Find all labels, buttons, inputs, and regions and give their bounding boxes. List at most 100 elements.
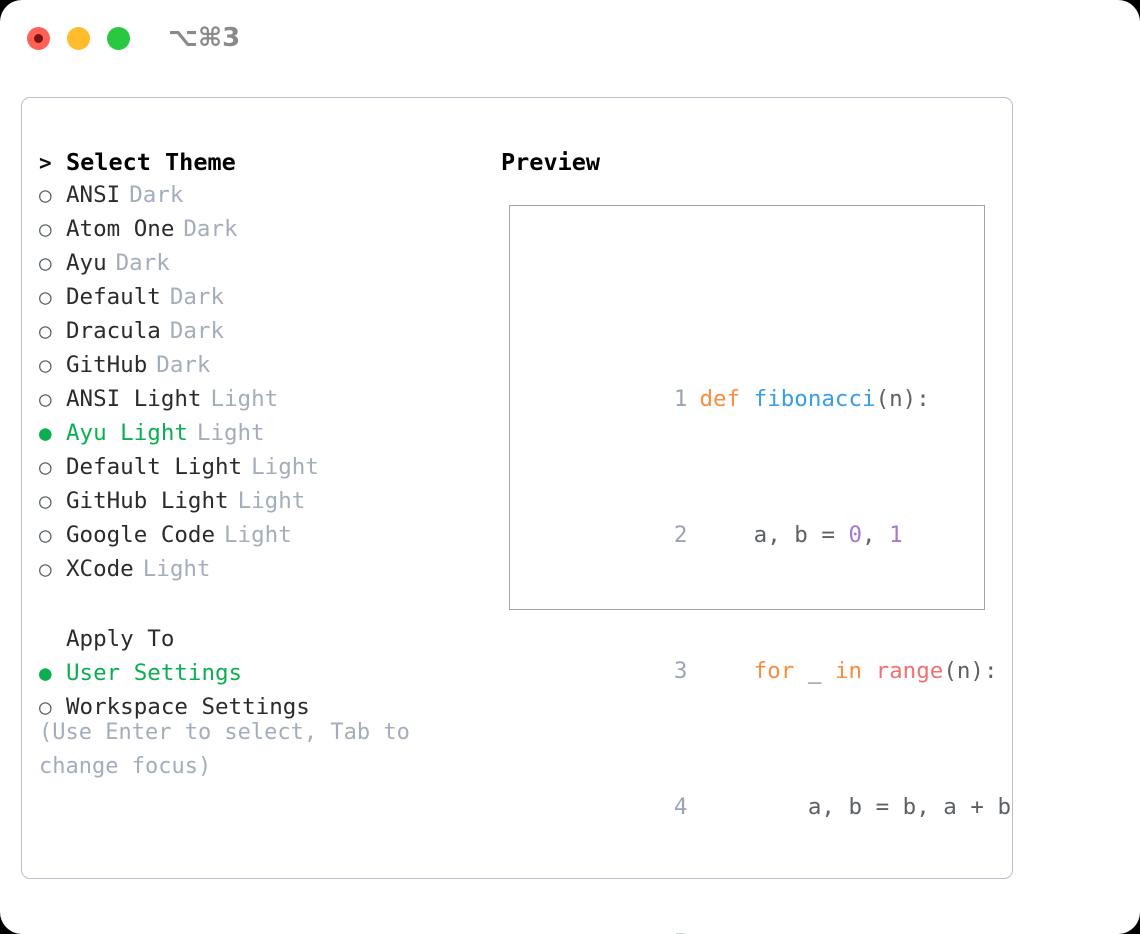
- select-theme-title: Select Theme: [66, 148, 236, 176]
- code-token: [740, 386, 754, 412]
- theme-variant-badge: Dark: [183, 216, 238, 242]
- radio-icon: ○: [39, 183, 52, 207]
- radio-selected-icon: ●: [39, 421, 52, 445]
- code-line: 5 return a: [523, 892, 1038, 934]
- theme-option-xcode[interactable]: ○ XCode Light: [39, 556, 469, 590]
- theme-option-github-light[interactable]: ○ GitHub Light Light: [39, 488, 469, 522]
- theme-list-column: > Select Theme ○ ANSI Dark ○ Atom One Da…: [39, 148, 469, 728]
- radio-icon: ○: [39, 319, 52, 343]
- theme-option-label: ANSI Light: [66, 386, 202, 412]
- line-number: 3: [673, 658, 688, 684]
- code-token: (n):: [875, 386, 930, 412]
- radio-icon: ○: [39, 455, 52, 479]
- radio-icon: ○: [39, 695, 52, 719]
- code-token: fibonacci: [753, 386, 876, 412]
- theme-variant-badge: Light: [237, 488, 306, 514]
- theme-option-label: GitHub Light: [66, 488, 229, 514]
- theme-option-label: Dracula: [66, 318, 161, 344]
- theme-variant-badge: Light: [251, 454, 319, 480]
- theme-variant-badge: Dark: [169, 318, 225, 344]
- code-line: 4 a, b = b, a + b: [523, 756, 1038, 820]
- code-line: 2 a, b = 0, 1: [523, 484, 1038, 548]
- code-token: 1: [889, 522, 903, 548]
- theme-variant-badge: Dark: [169, 284, 225, 310]
- code-token: ,: [862, 522, 890, 548]
- apply-to-option-label: User Settings: [66, 660, 243, 686]
- theme-variant-badge: Dark: [115, 250, 170, 276]
- code-line: 3 for _ in range(n):: [523, 620, 1038, 684]
- line-number: 2: [673, 522, 688, 548]
- close-icon: [34, 34, 43, 43]
- keyboard-shortcut-label: ⌥⌘3: [168, 23, 241, 53]
- code-token: a, b = b, a + b: [699, 794, 1012, 820]
- zoom-button[interactable]: [107, 27, 130, 50]
- theme-variant-badge: Light: [224, 522, 292, 548]
- radio-icon: ○: [39, 353, 52, 377]
- close-button[interactable]: [27, 27, 50, 50]
- theme-option-default-light[interactable]: ○ Default Light Light: [39, 454, 469, 488]
- theme-option-label: Ayu Light: [66, 420, 188, 446]
- theme-option-label: Default: [66, 284, 161, 310]
- apply-to-title: Apply To: [66, 626, 175, 652]
- code-token: (n):: [943, 658, 998, 684]
- code-token: [699, 658, 753, 684]
- theme-option-label: GitHub: [66, 352, 148, 378]
- code-token: in: [834, 658, 863, 684]
- radio-selected-icon: ●: [39, 661, 52, 685]
- code-token: for: [753, 658, 795, 684]
- radio-icon: ○: [39, 217, 52, 241]
- radio-icon: ○: [39, 251, 52, 275]
- apply-to-option-user-settings[interactable]: ● User Settings: [39, 660, 469, 694]
- theme-option-ayu[interactable]: ○ Ayu Dark: [39, 250, 469, 284]
- preview-title: Preview: [501, 148, 601, 176]
- theme-option-ansi[interactable]: ○ ANSI Dark: [39, 182, 469, 216]
- minimize-button[interactable]: [67, 27, 90, 50]
- radio-icon: ○: [39, 285, 52, 309]
- line-number: 5: [658, 926, 688, 934]
- keyboard-hint-text: (Use Enter to select, Tab to change focu…: [39, 720, 410, 779]
- code-token: def: [699, 386, 741, 412]
- code-line: 1 def fibonacci(n):: [523, 348, 1038, 412]
- theme-option-label: Atom One: [66, 216, 175, 242]
- theme-option-label: ANSI: [66, 182, 121, 208]
- caret-icon: >: [39, 151, 52, 175]
- radio-icon: ○: [39, 557, 52, 581]
- apply-to-option-workspace-settings[interactable]: ○ Workspace Settings: [39, 694, 469, 728]
- theme-option-label: XCode: [66, 556, 134, 582]
- section-spacer: [39, 590, 469, 626]
- theme-variant-badge: Light: [142, 556, 211, 582]
- theme-variant-badge: Light: [210, 386, 279, 412]
- code-token: return: [754, 930, 835, 934]
- code-token: range: [875, 658, 944, 684]
- theme-option-ansi-light[interactable]: ○ ANSI Light Light: [39, 386, 469, 420]
- code-token: [862, 658, 876, 684]
- code-token: a: [835, 930, 862, 934]
- theme-option-atom-one[interactable]: ○ Atom One Dark: [39, 216, 469, 250]
- theme-option-label: Default Light: [66, 454, 243, 480]
- code-token: [699, 930, 753, 934]
- theme-option-default[interactable]: ○ Default Dark: [39, 284, 469, 318]
- select-theme-header: > Select Theme: [39, 148, 469, 182]
- apply-to-header: Apply To: [39, 626, 469, 660]
- theme-option-ayu-light[interactable]: ● Ayu Light Light: [39, 420, 469, 454]
- line-number: 4: [673, 794, 688, 820]
- theme-picker-dialog: > Select Theme ○ ANSI Dark ○ Atom One Da…: [21, 97, 1013, 934]
- theme-option-label: Ayu: [66, 250, 107, 276]
- radio-icon: ○: [39, 387, 52, 411]
- code-token: a, b =: [699, 522, 849, 548]
- theme-variant-badge: Dark: [129, 182, 184, 208]
- theme-option-dracula[interactable]: ○ Dracula Dark: [39, 318, 469, 352]
- apply-to-option-label: Workspace Settings: [66, 694, 310, 720]
- theme-option-google-code[interactable]: ○ Google Code Light: [39, 522, 469, 556]
- theme-variant-badge: Light: [196, 420, 265, 446]
- line-number: 1: [673, 386, 688, 412]
- window-titlebar: ⌥⌘3: [0, 0, 1140, 78]
- theme-option-github[interactable]: ○ GitHub Dark: [39, 352, 469, 386]
- theme-variant-badge: Dark: [156, 352, 211, 378]
- theme-option-label: Google Code: [66, 522, 216, 548]
- radio-icon: ○: [39, 523, 52, 547]
- code-token: _: [794, 658, 835, 684]
